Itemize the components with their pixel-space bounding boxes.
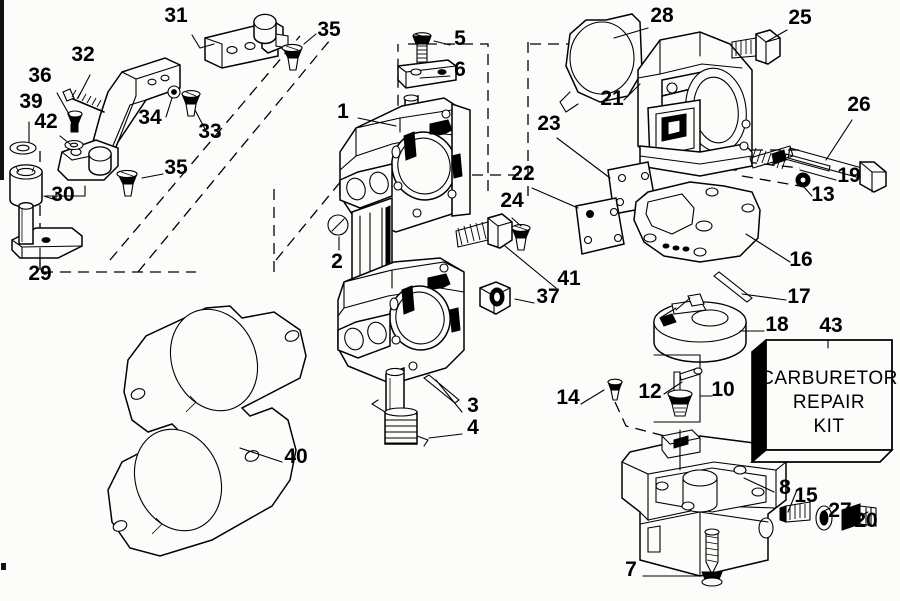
callout-20: 20 [854, 509, 877, 532]
part-41-hex-bolt [455, 213, 513, 249]
callout-12: 12 [638, 380, 661, 403]
part-43-carburetor-repair-kit-box [749, 338, 894, 464]
kit-line-1: CARBURETOR [760, 368, 898, 389]
part-5-screw [412, 32, 432, 69]
part-42-washer [64, 139, 84, 151]
part-21-intake-manifold [637, 31, 753, 177]
callout-6: 6 [454, 58, 466, 81]
part-34-washer [167, 85, 181, 99]
callout-35-top: 35 [317, 18, 341, 41]
float-bowl-assembly [580, 293, 894, 587]
callout-40: 40 [284, 445, 307, 468]
callout-28: 28 [650, 4, 674, 27]
part-4-return-spring [370, 399, 429, 447]
callout-37: 37 [536, 285, 559, 308]
callout-36: 36 [28, 64, 51, 87]
callout-15: 15 [794, 484, 818, 507]
part-19-stud [771, 149, 831, 172]
repair-kit-label: CARBURETOR REPAIR KIT [760, 368, 898, 437]
callout-33: 33 [198, 120, 221, 143]
callout-35-lower: 35 [164, 156, 188, 179]
callout-1: 1 [337, 100, 349, 123]
part-33-screw [181, 90, 201, 117]
leader-lines-center [338, 40, 557, 439]
callout-13: 13 [811, 183, 834, 206]
part-2-welch-plug [327, 214, 349, 236]
callout-3: 3 [467, 394, 479, 417]
part-20-drain-plug [841, 503, 877, 531]
callout-31: 31 [164, 4, 188, 27]
callout-19: 19 [837, 164, 860, 187]
part-25-hex-bolt [731, 29, 781, 65]
callout-5: 5 [454, 27, 466, 50]
part-14-screw [607, 378, 623, 401]
part-24-screw [511, 224, 531, 251]
callout-labels: 1 2 3 4 5 6 7 8 10 12 13 14 15 16 17 18 … [19, 4, 877, 581]
callout-10: 10 [711, 378, 734, 401]
part-13-lockwasher [795, 172, 811, 188]
callout-23: 23 [537, 112, 560, 135]
callout-18: 18 [765, 313, 789, 336]
callout-30: 30 [51, 183, 74, 206]
leader-lines-left [28, 33, 317, 267]
part-30-bushing [9, 164, 43, 208]
callout-32: 32 [71, 43, 94, 66]
leader-lines-right-top [531, 27, 853, 301]
part-12-valve-seat [667, 389, 693, 417]
throttle-lever-assembly [9, 13, 317, 267]
callout-22: 22 [511, 162, 534, 185]
callout-27: 27 [828, 499, 851, 522]
part-22-cover-plate [575, 197, 625, 255]
callout-16: 16 [789, 248, 812, 271]
callout-39: 39 [19, 90, 42, 113]
part-31-lever-body [57, 57, 181, 181]
part-40-intake-gasket [107, 305, 307, 557]
part-27-gasket-washer [815, 505, 833, 531]
part-28-manifold-gasket [559, 13, 643, 113]
callout-21: 21 [600, 87, 624, 110]
callout-34: 34 [138, 106, 162, 129]
callout-43: 43 [819, 314, 842, 337]
callout-7: 7 [625, 558, 637, 581]
callout-26: 26 [847, 93, 870, 116]
part-7-self-tapping-screw [701, 528, 723, 587]
callout-17: 17 [787, 285, 810, 308]
part-36-nut [67, 110, 83, 133]
callout-2: 2 [331, 250, 343, 273]
part-16-body-gasket [633, 181, 761, 263]
part-1-carburetor-body [337, 94, 471, 415]
scan-artifact-bottom [1, 563, 6, 570]
part-8-float-bowl [621, 429, 787, 577]
part-29-bracket-base [11, 202, 83, 259]
kit-line-2: REPAIR [793, 392, 865, 413]
callout-41: 41 [557, 267, 581, 290]
scan-edge-artifact-left [0, 0, 4, 180]
carburetor-body-assembly [327, 32, 557, 447]
part-18-float [653, 293, 747, 363]
intake-manifold-assembly [531, 13, 887, 303]
callout-8: 8 [779, 476, 791, 499]
part-35b-screw [116, 169, 138, 197]
part-37-hex-nut [479, 281, 511, 315]
part-31-throttle-lever-arm [204, 13, 289, 69]
kit-line-3: KIT [813, 416, 844, 437]
callout-25: 25 [788, 6, 812, 29]
part-39-flat-washer [9, 141, 37, 155]
callout-14: 14 [556, 386, 580, 409]
callout-4: 4 [467, 416, 479, 439]
leader-lines-right-bottom [580, 330, 869, 577]
callout-42: 42 [34, 110, 57, 133]
part-35a-screw [281, 43, 303, 71]
callout-24: 24 [500, 189, 524, 212]
part-3-throttle-link-rod [423, 374, 460, 404]
callout-29: 29 [28, 262, 51, 285]
part-6-retainer-plate [397, 59, 457, 89]
